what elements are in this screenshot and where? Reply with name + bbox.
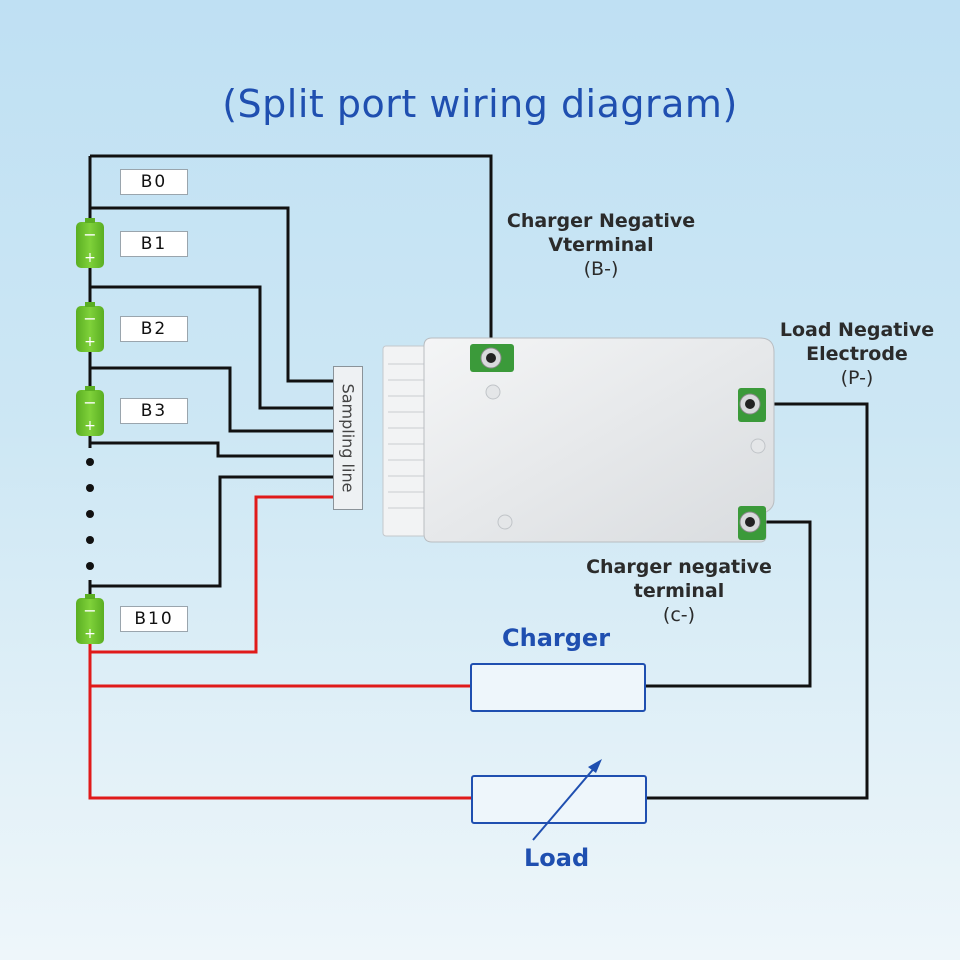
red-wires <box>88 495 472 800</box>
wire-b-minus <box>90 154 493 345</box>
charger-box <box>470 663 646 712</box>
bms-board <box>382 337 775 543</box>
callout-line: Charger Negative <box>506 210 696 232</box>
callout-line: Load Negative <box>779 319 935 341</box>
cell-label-b3: B3 <box>120 398 188 424</box>
battery-cell-10: − + <box>76 594 104 644</box>
callout-line: (c-) <box>662 604 696 626</box>
wire-positive-main <box>88 644 472 800</box>
svg-text:+: + <box>84 418 96 434</box>
svg-text:−: − <box>83 393 96 412</box>
wire-b2-sense <box>90 285 335 410</box>
svg-text:+: + <box>84 626 96 642</box>
callout-charger-negative-c: Charger negative terminal (c-) <box>574 555 784 627</box>
load-label: Load <box>524 844 590 872</box>
callout-charger-negative-v: Charger Negative Vterminal (B-) <box>496 209 706 281</box>
battery-cell-2: − + <box>76 302 104 352</box>
charger-label: Charger <box>502 624 611 652</box>
cell-label-b1: B1 <box>120 231 188 257</box>
wire-b4-sense <box>90 441 335 458</box>
svg-text:−: − <box>83 601 96 620</box>
callout-line: Charger negative <box>586 556 772 578</box>
svg-text:−: − <box>83 225 96 244</box>
callout-line: terminal <box>633 580 725 602</box>
wire-b10-sense <box>90 495 335 654</box>
black-wires <box>88 154 869 800</box>
wire-p-minus <box>646 402 869 800</box>
svg-text:+: + <box>84 334 96 350</box>
svg-text:+: + <box>84 250 96 266</box>
wire-b1-sense <box>90 206 335 383</box>
wire-c-minus <box>646 520 812 688</box>
callout-line: Vterminal <box>548 234 654 256</box>
continuation-dots <box>86 458 94 570</box>
battery-cell-1: − + <box>76 218 104 268</box>
cell-label-b0: B0 <box>120 169 188 195</box>
diagram-title: (Split port wiring diagram) <box>222 82 738 126</box>
svg-text:−: − <box>83 309 96 328</box>
sampling-line-label: Sampling line <box>338 383 358 493</box>
callout-load-negative: Load Negative Electrode (P-) <box>770 318 944 390</box>
load-box <box>471 759 647 841</box>
board-plate <box>423 337 775 543</box>
callout-line: (P-) <box>840 367 874 389</box>
terminal-b-minus <box>470 344 514 372</box>
cell-label-b2: B2 <box>120 316 188 342</box>
cell-label-b10: B10 <box>120 606 188 632</box>
sampling-line-box: Sampling line <box>333 366 363 510</box>
wire-b9-sense <box>90 475 335 588</box>
terminal-c-minus <box>738 506 766 540</box>
callout-line: Electrode <box>806 343 908 365</box>
battery-cell-3: − + <box>76 386 104 436</box>
callout-line: (B-) <box>583 258 619 280</box>
terminal-p-minus <box>738 388 766 422</box>
wire-b3-sense <box>90 366 335 433</box>
